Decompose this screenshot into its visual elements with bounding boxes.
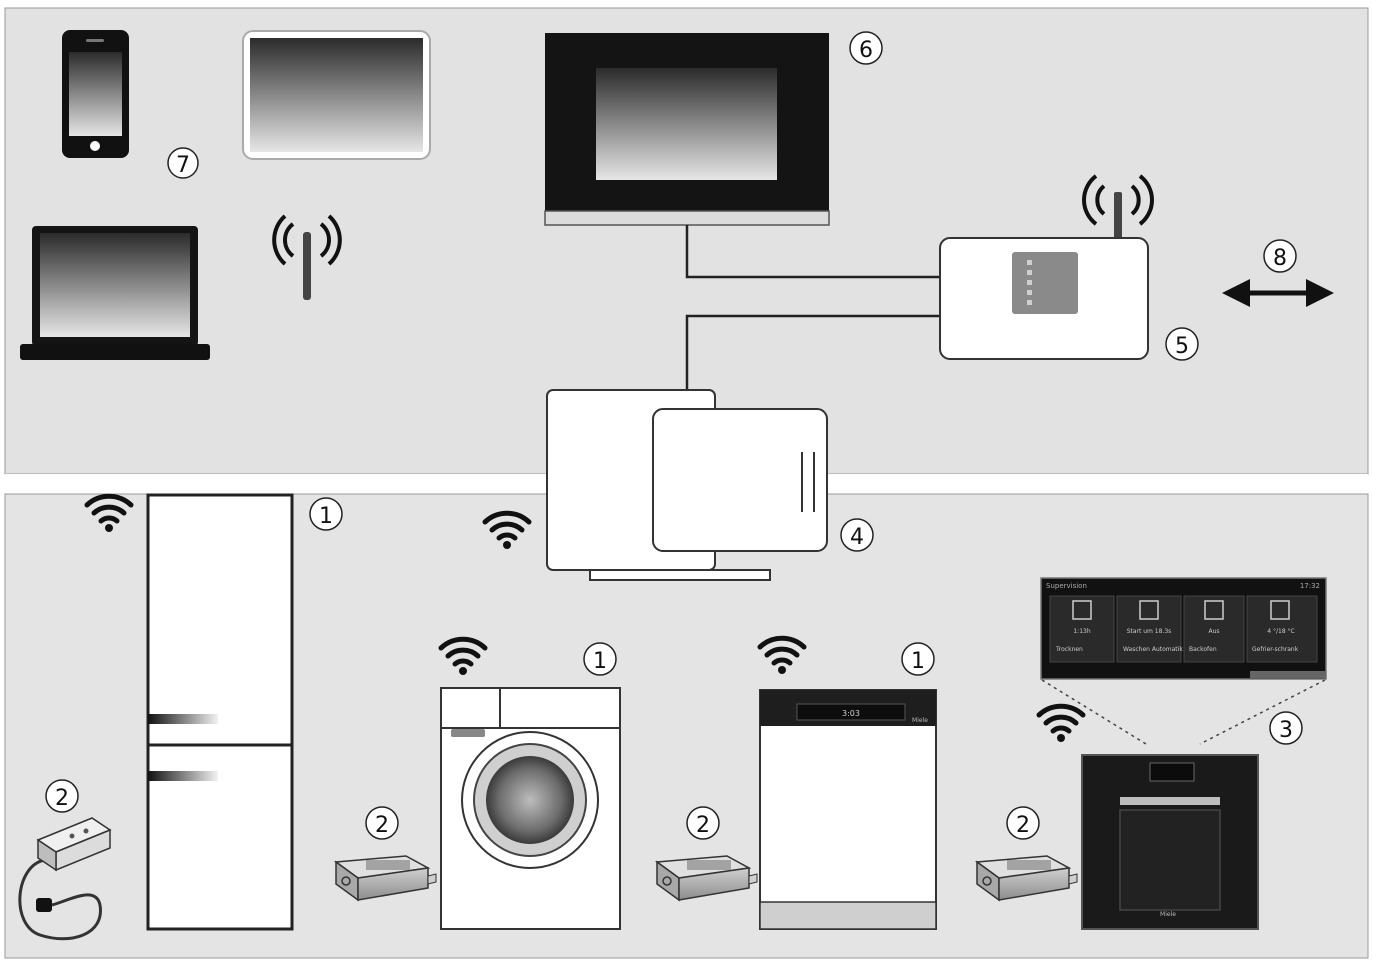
callout-3: 3: [1269, 711, 1303, 745]
callout-6: 6: [849, 31, 883, 65]
double-arrow-icon: [1222, 279, 1334, 307]
callout-2: 2: [365, 806, 399, 840]
tile-status: 4 °/18 °C: [1267, 628, 1294, 635]
brand-label: Miele: [1160, 911, 1176, 918]
gateway-icon: [546, 389, 828, 581]
svg-text:7: 7: [176, 153, 190, 178]
svg-text:8: 8: [1273, 246, 1287, 271]
tile-icon: [1139, 600, 1159, 620]
dishwasher: 3:03 Miele: [759, 689, 937, 930]
callout-8: 8: [1263, 239, 1297, 273]
zoom-line: [1199, 679, 1326, 745]
callout-2: 2: [686, 806, 720, 840]
tile-status: Start um 18.3s: [1127, 628, 1172, 635]
dishwasher-display: 3:03: [842, 709, 860, 718]
cable-tv-router: [685, 225, 940, 279]
svg-text:1: 1: [319, 504, 333, 529]
callout-7: 7: [167, 147, 199, 179]
svg-text:1: 1: [593, 649, 607, 674]
callout-1: 1: [901, 642, 935, 676]
display-time: 17:32: [1300, 582, 1320, 590]
washing-machine: [440, 687, 621, 930]
callout-2: 2: [1006, 806, 1040, 840]
svg-text:2: 2: [696, 813, 710, 838]
smartphone-icon: [62, 30, 129, 158]
antenna-icon: [272, 214, 342, 300]
callout-2: 2: [45, 779, 79, 813]
tile-icon: [1270, 600, 1290, 620]
tile-label: Trocknen: [1055, 646, 1083, 653]
tile-status: 1:13h: [1073, 628, 1090, 635]
tile-status: Aus: [1208, 628, 1219, 635]
callout-1: 1: [583, 642, 617, 676]
display-tile: Start um 18.3s Waschen Automatik: [1116, 595, 1183, 663]
oven: Miele: [1081, 754, 1259, 930]
tile-label: Waschen Automatik: [1123, 646, 1183, 653]
callout-4: 4: [840, 518, 874, 552]
svg-text:2: 2: [55, 786, 69, 811]
fridge-freezer: [146, 493, 294, 931]
svg-text:6: 6: [859, 38, 873, 63]
plug-adapter: [18, 817, 112, 941]
svg-text:3: 3: [1279, 718, 1293, 743]
router-icon: [939, 174, 1154, 360]
laptop-icon: [20, 226, 210, 360]
tile-label: Backofen: [1189, 646, 1217, 653]
tv-monitor-icon: [544, 33, 830, 226]
display-title: Supervision: [1046, 582, 1087, 590]
oven-touch-display: Supervision 17:32 1:13h Trocknen Start u…: [1040, 577, 1327, 680]
svg-text:2: 2: [1016, 813, 1030, 838]
svg-text:1: 1: [911, 649, 925, 674]
cable-gateway-router: [685, 314, 940, 392]
tile-icon: [1072, 600, 1092, 620]
svg-text:4: 4: [850, 525, 864, 550]
callout-1: 1: [309, 497, 343, 531]
tile-icon: [1204, 600, 1224, 620]
display-tile: 1:13h Trocknen: [1049, 595, 1115, 663]
display-tile: Aus Backofen: [1183, 595, 1245, 663]
brand-label: Miele: [912, 717, 928, 724]
svg-text:2: 2: [375, 813, 389, 838]
svg-text:5: 5: [1175, 334, 1189, 359]
tile-label: Gefrier-schrank: [1252, 646, 1299, 653]
tablet-icon: [242, 30, 431, 160]
display-tile: 4 °/18 °C Gefrier-schrank: [1246, 595, 1318, 663]
callout-5: 5: [1165, 327, 1199, 361]
